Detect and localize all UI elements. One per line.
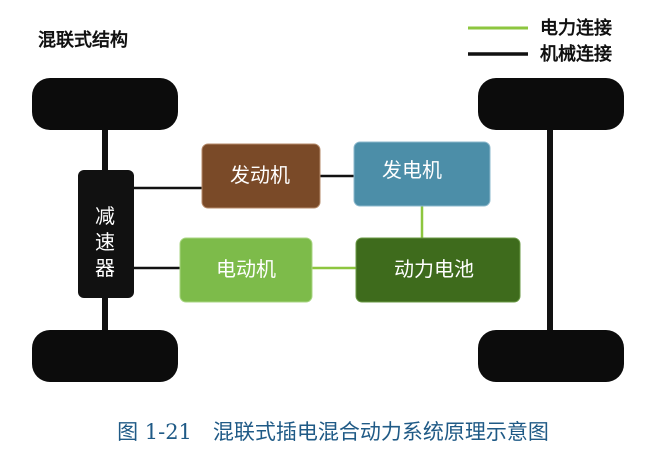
reducer-label-1: 减: [95, 204, 115, 228]
front-left-wheel: [32, 78, 178, 130]
figure-caption: 图 1-21 混联式插电混合动力系统原理示意图: [117, 420, 549, 444]
diagram-title: 混联式结构: [38, 30, 128, 51]
reducer-label-3: 器: [95, 256, 115, 280]
reducer-box: [78, 170, 134, 298]
generator-box: [353, 141, 491, 207]
generator-label: 发电机: [382, 158, 442, 182]
battery-label: 动力电池: [394, 257, 474, 281]
rear-right-wheel: [478, 330, 624, 382]
motor-box: [179, 237, 313, 303]
engine-box: [201, 143, 321, 209]
legend-mechanical-label: 机械连接: [540, 44, 612, 65]
engine-label: 发动机: [230, 163, 290, 187]
motor-label: 电动机: [216, 257, 276, 281]
battery-box: [355, 237, 521, 303]
rear-left-wheel: [32, 330, 178, 382]
reducer-label-2: 速: [95, 230, 115, 254]
legend-electrical-label: 电力连接: [540, 18, 612, 39]
front-right-wheel: [478, 78, 624, 130]
